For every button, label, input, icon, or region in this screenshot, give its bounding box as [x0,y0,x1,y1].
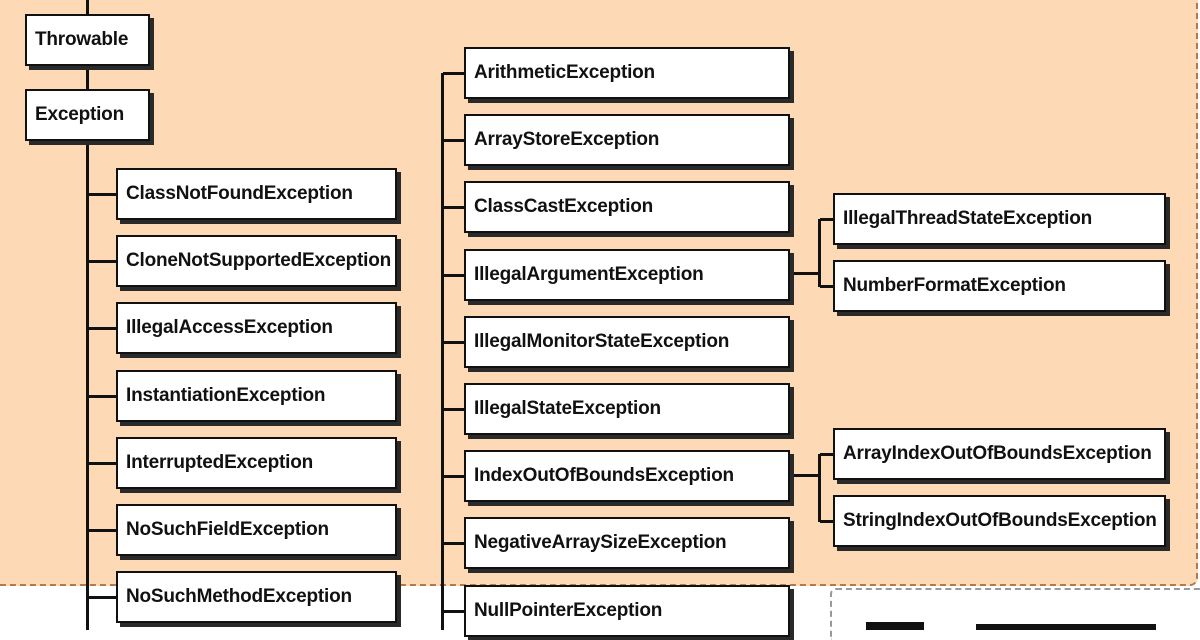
connector-line [818,219,821,287]
connector-line [441,73,444,630]
class-box-illegalthreadstate: IllegalThreadStateException [833,193,1166,245]
connector-line [820,218,833,221]
connector-line [443,340,464,344]
class-label: ClassNotFoundException [126,183,353,204]
class-box-indexoutofbounds: IndexOutOfBoundsException [464,450,790,503]
class-label: NoSuchMethodException [126,586,352,608]
class-box-illegalaccess: IllegalAccessException [116,302,397,355]
class-label: NumberFormatException [843,275,1066,296]
class-label: Exception [35,104,124,125]
connector-line [88,260,116,264]
legend-panel [830,588,1200,640]
class-box-illegalmonitorstate: IllegalMonitorStateException [464,315,790,368]
class-box-nosuchfield: NoSuchFieldException [116,504,397,556]
class-label: ArrayStoreException [474,129,660,151]
connector-line [790,474,820,477]
class-box-interrupted: InterruptedException [116,436,397,489]
connector-line [443,273,464,277]
class-box-illegalstate: IllegalStateException [464,383,790,435]
connector-line [86,64,89,90]
class-label: IllegalStateException [474,398,661,419]
class-box-numberformat: NumberFormatException [833,260,1166,312]
class-box-classcast: ClassCastException [464,181,790,234]
connector-line [443,139,464,143]
class-box-negativearraysize: NegativeArraySizeException [464,517,790,570]
class-box-instantiation: InstantiationException [116,369,397,422]
class-label: NullPointerException [474,599,663,621]
connector-line [88,529,116,532]
connector-line [86,140,89,630]
class-box-nosuchmethod: NoSuchMethodException [116,571,397,624]
class-label: CloneNotSupportedException [126,250,392,272]
connector-line [818,454,821,522]
class-label: IndexOutOfBoundsException [474,465,734,487]
class-label: ArithmeticException [474,62,655,83]
class-label: ClassCastException [474,196,654,218]
class-box-stringindexoutofbounds: StringIndexOutOfBoundsException [833,495,1166,547]
connector-line [443,475,464,479]
connector-line [820,453,833,456]
connector-line [86,0,89,16]
class-box-arrayindexoutofbounds: ArrayIndexOutOfBoundsException [833,428,1166,480]
class-box-arraystore: ArrayStoreException [464,114,790,167]
connector-line [88,596,116,600]
connector-line [443,408,464,411]
class-box-illegalargument: IllegalArgumentException [464,248,790,301]
connector-line [88,327,116,331]
class-label: NoSuchFieldException [126,519,329,540]
class-label: IllegalAccessException [126,317,333,339]
class-label: NegativeArraySizeException [474,532,727,554]
class-label: IllegalArgumentException [474,263,704,285]
class-label: InterruptedException [126,451,314,473]
connector-line [88,193,116,196]
class-box-arithmetic: ArithmeticException [464,47,790,99]
connector-line [88,394,116,398]
class-box-clonenotsupported: CloneNotSupportedException [116,235,397,288]
class-label: IllegalMonitorStateException [474,330,730,352]
class-label: InstantiationException [126,384,326,406]
class-label: StringIndexOutOfBoundsException [843,510,1157,531]
connector-line [820,285,833,288]
connector-line [88,461,116,465]
legend-swatch [976,624,1156,630]
connector-line [820,520,833,523]
legend-swatch [866,622,924,630]
connector-line [443,609,464,613]
class-label: Throwable [35,29,129,50]
class-box-nullpointer: NullPointerException [464,584,790,637]
class-label: IllegalThreadStateException [843,208,1093,229]
connector-line [790,272,820,275]
connector-line [443,206,464,210]
class-box-throwable: Throwable [25,14,150,66]
connector-line [443,542,464,546]
connector-line [443,72,464,75]
class-box-exception: Exception [25,89,150,141]
class-box-classnotfound: ClassNotFoundException [116,168,397,220]
class-label: ArrayIndexOutOfBoundsException [843,443,1152,464]
